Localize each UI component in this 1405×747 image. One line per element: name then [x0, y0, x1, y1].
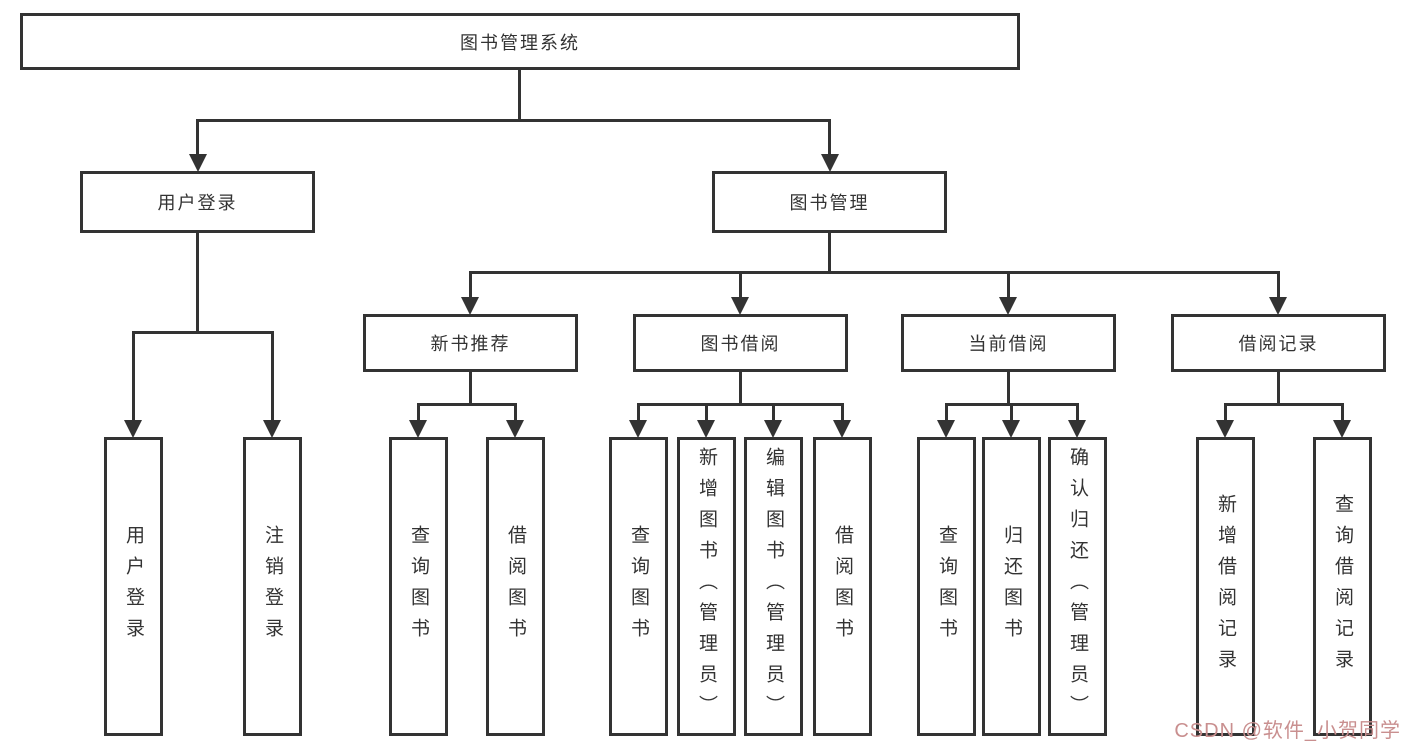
- leaf-label: 注销登录: [262, 524, 283, 649]
- node-new-book-rec: 新书推荐: [363, 314, 578, 372]
- connector-stem: [1007, 271, 1010, 300]
- leaf-return-books: 归还图书: [982, 437, 1041, 736]
- leaf-label: 借阅图书: [505, 524, 526, 649]
- connector-vline: [739, 372, 742, 406]
- leaf-query-borrow-record: 查询借阅记录: [1313, 437, 1372, 736]
- arrowhead-down-icon: [124, 420, 142, 438]
- node-root: 图书管理系统: [20, 13, 1020, 70]
- connector-vline: [1007, 372, 1010, 406]
- arrowhead-down-icon: [833, 420, 851, 438]
- connector-stem: [132, 331, 135, 423]
- leaf-logout: 注销登录: [243, 437, 302, 736]
- connector-stem: [469, 271, 472, 300]
- connector-stem: [1277, 271, 1280, 300]
- node-book-mgmt: 图书管理: [712, 171, 947, 233]
- connector-stem: [637, 403, 640, 423]
- leaf-label: 编辑图书（管理员）: [763, 447, 784, 726]
- leaf-label: 确认归还（管理员）: [1067, 447, 1088, 726]
- node-borrow-records: 借阅记录: [1171, 314, 1386, 372]
- arrowhead-down-icon: [629, 420, 647, 438]
- connector-vline: [1277, 372, 1280, 406]
- arrowhead-down-icon: [461, 297, 479, 315]
- arrowhead-down-icon: [731, 297, 749, 315]
- leaf-label: 查询图书: [628, 524, 649, 649]
- node-book-borrow: 图书借阅: [633, 314, 848, 372]
- connector-stem: [271, 331, 274, 423]
- arrowhead-down-icon: [506, 420, 524, 438]
- connector-stem: [514, 403, 517, 423]
- arrowhead-down-icon: [764, 420, 782, 438]
- connector-stem: [1341, 403, 1344, 423]
- connector-stem: [828, 119, 831, 157]
- connector-vline: [196, 233, 199, 334]
- connector-hline: [637, 403, 844, 406]
- leaf-label: 归还图书: [1001, 524, 1022, 649]
- node-user-login: 用户登录: [80, 171, 315, 233]
- node-current-borrow: 当前借阅: [901, 314, 1116, 372]
- leaf-query-books-borrow: 查询图书: [609, 437, 668, 736]
- arrowhead-down-icon: [937, 420, 955, 438]
- connector-vline: [469, 372, 472, 406]
- leaf-label: 查询图书: [408, 524, 429, 649]
- connector-hline: [469, 271, 1280, 274]
- connector-stem: [841, 403, 844, 423]
- leaf-borrow-books: 借阅图书: [813, 437, 872, 736]
- leaf-label: 新增借阅记录: [1215, 493, 1236, 680]
- connector-hline: [132, 331, 274, 334]
- leaf-confirm-return-admin: 确认归还（管理员）: [1048, 437, 1107, 736]
- leaf-label: 查询图书: [936, 524, 957, 649]
- leaf-add-books-admin: 新增图书（管理员）: [677, 437, 736, 736]
- connector-stem: [196, 119, 199, 157]
- leaf-label: 用户登录: [123, 524, 144, 649]
- connector-stem: [1076, 403, 1079, 423]
- leaf-borrow-books-rec: 借阅图书: [486, 437, 545, 736]
- connector-hline: [417, 403, 517, 406]
- connector-stem: [772, 403, 775, 423]
- connector-stem: [417, 403, 420, 423]
- arrowhead-down-icon: [1333, 420, 1351, 438]
- connector-stem: [705, 403, 708, 423]
- arrowhead-down-icon: [1269, 297, 1287, 315]
- leaf-add-borrow-record: 新增借阅记录: [1196, 437, 1255, 736]
- arrowhead-down-icon: [1068, 420, 1086, 438]
- arrowhead-down-icon: [409, 420, 427, 438]
- connector-stem: [1010, 403, 1013, 423]
- leaf-label: 新增图书（管理员）: [696, 447, 717, 726]
- connector-vline: [828, 233, 831, 274]
- leaf-query-books-rec: 查询图书: [389, 437, 448, 736]
- arrowhead-down-icon: [821, 154, 839, 172]
- leaf-user-login: 用户登录: [104, 437, 163, 736]
- connector-stem: [945, 403, 948, 423]
- arrowhead-down-icon: [189, 154, 207, 172]
- leaf-edit-books-admin: 编辑图书（管理员）: [744, 437, 803, 736]
- connector-hline: [196, 119, 831, 122]
- arrowhead-down-icon: [697, 420, 715, 438]
- leaf-query-books-current: 查询图书: [917, 437, 976, 736]
- connector-hline: [1224, 403, 1344, 406]
- arrowhead-down-icon: [263, 420, 281, 438]
- leaf-label: 借阅图书: [832, 524, 853, 649]
- csdn-watermark: CSDN @软件_小贺同学: [1174, 720, 1401, 742]
- connector-stem: [1224, 403, 1227, 423]
- connector-stem: [739, 271, 742, 300]
- connector-vline: [518, 70, 521, 122]
- arrowhead-down-icon: [1216, 420, 1234, 438]
- arrowhead-down-icon: [999, 297, 1017, 315]
- leaf-label: 查询借阅记录: [1332, 493, 1353, 680]
- arrowhead-down-icon: [1002, 420, 1020, 438]
